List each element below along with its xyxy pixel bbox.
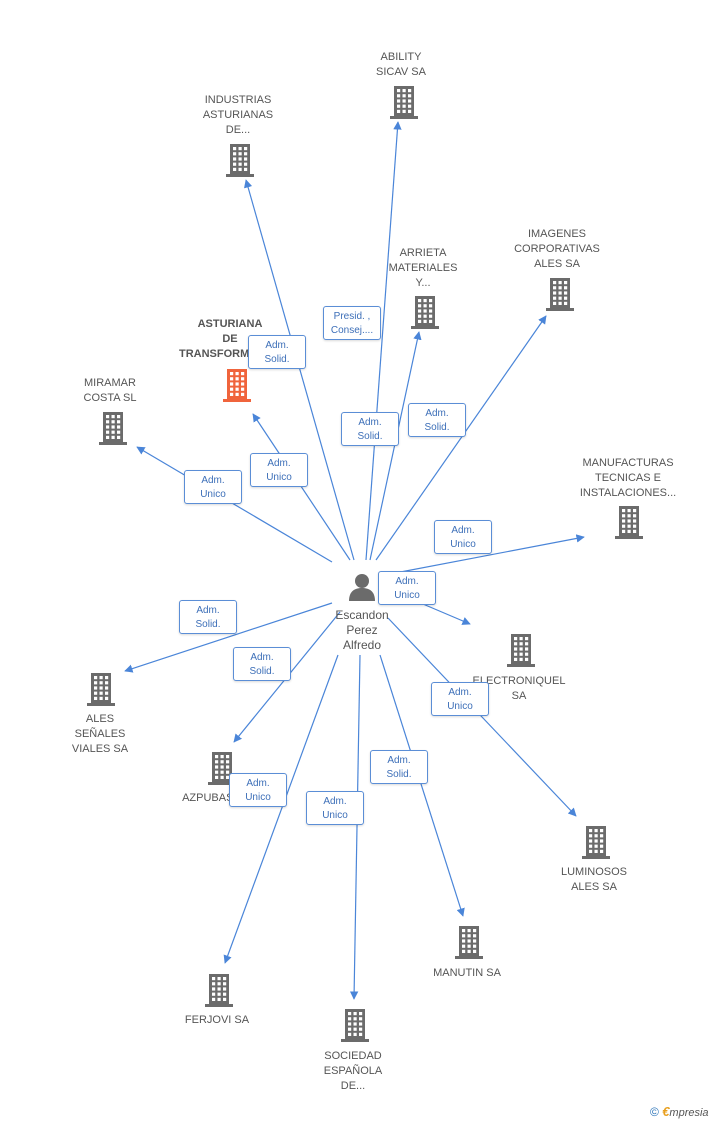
footer-brand: © €mpresia: [650, 1104, 709, 1119]
role-badge-imagenes[interactable]: Adm. Solid.: [408, 403, 466, 437]
building-icon: [87, 673, 115, 706]
edge-ability: [365, 121, 402, 561]
role-badge-asturiana[interactable]: Adm. Unico: [250, 453, 308, 487]
company-label-luminosos[interactable]: LUMINOSOS ALES SA: [560, 866, 627, 893]
company-node-ability[interactable]: [389, 85, 419, 119]
edge-imagenes: [375, 315, 547, 561]
edge-manufacturas: [389, 534, 585, 575]
edge-sociedad: [349, 654, 361, 1000]
company-node-manufacturas[interactable]: [614, 505, 644, 539]
person-icon: [349, 574, 375, 601]
role-badge-luminosos[interactable]: Adm. Unico: [431, 682, 489, 716]
building-icon: [582, 826, 610, 859]
building-icon: [223, 369, 251, 402]
person-node[interactable]: [347, 572, 377, 607]
edge-luminosos: [387, 617, 577, 817]
role-badge-miramar[interactable]: Adm. Unico: [184, 470, 242, 504]
company-node-industrias[interactable]: [225, 143, 255, 177]
role-badge-ability[interactable]: Presid. , Consej....: [323, 306, 381, 340]
company-node-asturiana[interactable]: [222, 368, 252, 402]
company-label-manufacturas[interactable]: MANUFACTURAS TECNICAS E INSTALACIONES...: [579, 457, 677, 499]
company-label-manutin[interactable]: MANUTIN SA: [433, 967, 501, 979]
building-icon: [390, 86, 418, 119]
building-icon: [615, 506, 643, 539]
edge-ferjovi: [223, 654, 339, 964]
building-icon: [455, 926, 483, 959]
role-badge-manutin[interactable]: Adm. Solid.: [370, 750, 428, 784]
building-icon: [411, 296, 439, 329]
company-node-azpubasa[interactable]: [207, 751, 237, 785]
building-icon: [208, 752, 236, 785]
copyright-symbol: ©: [650, 1105, 659, 1119]
building-icon: [341, 1009, 369, 1042]
company-label-electroniquel[interactable]: ELECTRONIQUEL SA: [472, 675, 566, 702]
role-badge-azpubasa[interactable]: Adm. Solid.: [233, 647, 291, 681]
company-node-ferjovi[interactable]: [204, 973, 234, 1007]
company-node-miramar[interactable]: [98, 411, 128, 445]
role-badge-sociedad[interactable]: Adm. Unico: [306, 791, 364, 825]
role-badge-ferjovi[interactable]: Adm. Unico: [229, 773, 287, 807]
role-badge-manufacturas[interactable]: Adm. Unico: [434, 520, 492, 554]
building-icon: [99, 412, 127, 445]
company-node-imagenes[interactable]: [545, 277, 575, 311]
edge-arrieta: [369, 331, 422, 561]
company-label-ferjovi[interactable]: FERJOVI SA: [184, 1014, 250, 1026]
company-node-luminosos[interactable]: [581, 825, 611, 859]
edge-manutin: [379, 654, 465, 917]
building-icon: [205, 974, 233, 1007]
building-icon: [546, 278, 574, 311]
role-badge-industrias[interactable]: Adm. Solid.: [248, 335, 306, 369]
role-badge-electroniquel[interactable]: Adm. Unico: [378, 571, 436, 605]
edge-ales: [124, 602, 333, 673]
company-label-ability[interactable]: ABILITY SICAV SA: [376, 51, 426, 78]
company-node-manutin[interactable]: [454, 925, 484, 959]
company-label-sociedad[interactable]: SOCIEDAD ESPAÑOLA DE...: [323, 1050, 383, 1092]
company-label-imagenes[interactable]: IMAGENES CORPORATIVAS ALES SA: [514, 228, 600, 270]
company-label-miramar[interactable]: MIRAMAR COSTA SL: [83, 377, 137, 404]
building-icon: [226, 144, 254, 177]
edge-miramar: [136, 446, 333, 563]
role-badge-ales[interactable]: Adm. Solid.: [179, 600, 237, 634]
brand-logo: €mpresia: [662, 1104, 709, 1119]
company-label-industrias[interactable]: INDUSTRIAS ASTURIANAS DE...: [202, 94, 274, 136]
edge-asturiana: [252, 413, 351, 561]
role-badge-arrieta[interactable]: Adm. Solid.: [341, 412, 399, 446]
company-node-electroniquel[interactable]: [506, 633, 536, 667]
edge-industrias: [244, 179, 355, 561]
company-label-ales[interactable]: ALES SEÑALES VIALES SA: [71, 713, 129, 755]
building-icon: [507, 634, 535, 667]
company-node-sociedad[interactable]: [340, 1008, 370, 1042]
company-node-arrieta[interactable]: [410, 295, 440, 329]
company-label-arrieta[interactable]: ARRIETA MATERIALES Y...: [388, 247, 458, 289]
company-node-ales[interactable]: [86, 672, 116, 706]
person-label[interactable]: Escandon Perez Alfredo: [335, 608, 389, 652]
